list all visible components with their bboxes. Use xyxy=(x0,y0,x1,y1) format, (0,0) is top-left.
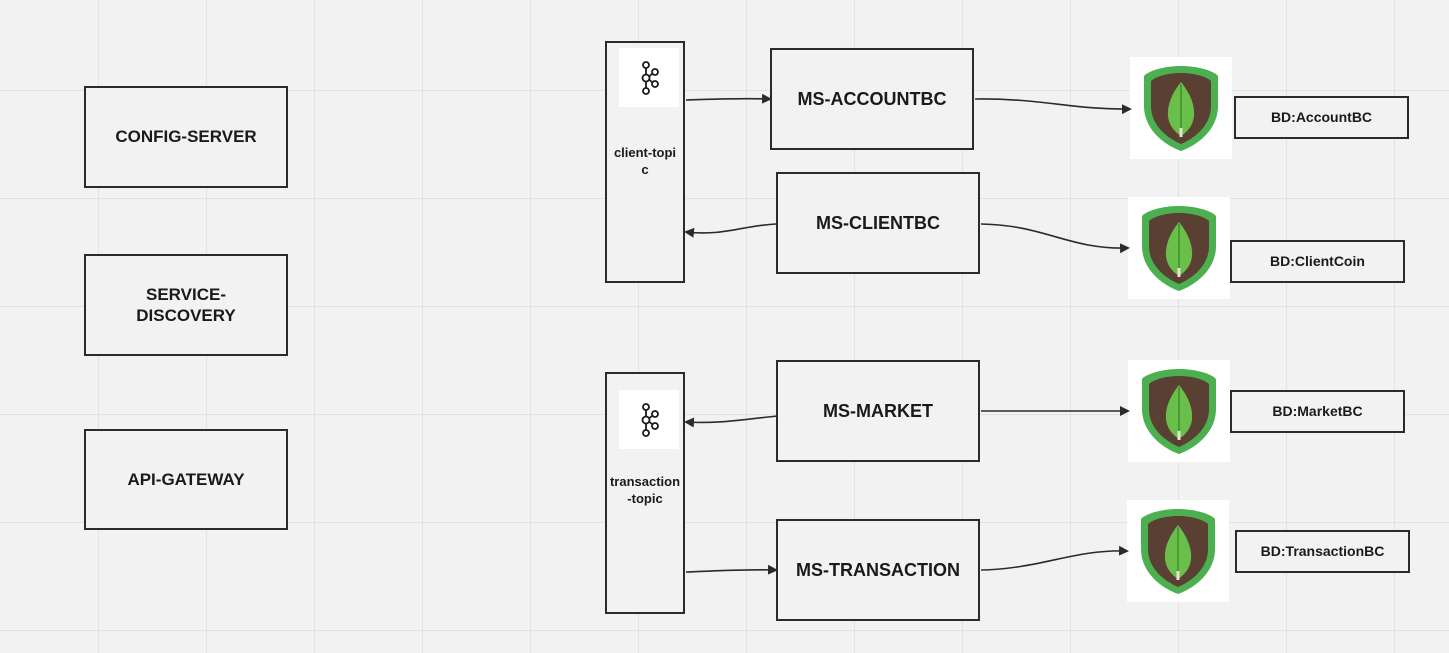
db-accountbc-label: BD:AccountBC xyxy=(1270,108,1373,125)
api-gateway-label: API-GATEWAY xyxy=(127,469,245,489)
arrow-clientbc-to-db xyxy=(980,223,1130,254)
transaction-topic-label: transaction-topic xyxy=(609,474,681,506)
arrow-transaction-to-db xyxy=(980,545,1129,571)
ms-accountbc-label: MS-ACCOUNTBC xyxy=(797,88,947,109)
ms-transaction-box: MS-TRANSACTION xyxy=(776,519,980,621)
db-accountbc-box: BD:AccountBC xyxy=(1234,96,1409,139)
db-transactionbc-label: BD:TransactionBC xyxy=(1260,542,1385,559)
arrow-accountbc-to-db xyxy=(974,98,1132,115)
service-discovery-label: SERVICE-DISCOVERY xyxy=(136,284,236,325)
ms-transaction-label: MS-TRANSACTION xyxy=(796,559,960,580)
mongodb-icon xyxy=(1144,66,1218,151)
api-gateway-box: API-GATEWAY xyxy=(84,429,288,530)
ms-market-label: MS-MARKET xyxy=(823,400,933,421)
ms-clientbc-box: MS-CLIENTBC xyxy=(776,172,980,274)
mongodb-tile-accountbc xyxy=(1130,57,1232,159)
ms-clientbc-label: MS-CLIENTBC xyxy=(816,212,940,233)
arrow-client-topic-to-accountbc xyxy=(685,93,772,104)
client-topic-label: client-topic xyxy=(613,145,677,177)
mongodb-tile-transactionbc xyxy=(1127,500,1229,602)
ms-market-box: MS-MARKET xyxy=(776,360,980,462)
db-transactionbc-box: BD:TransactionBC xyxy=(1235,530,1410,573)
client-topic-kafka-tile xyxy=(619,48,679,107)
mongodb-tile-clientcoin xyxy=(1128,197,1230,299)
config-server-label: CONFIG-SERVER xyxy=(115,127,257,147)
transaction-topic-kafka-tile xyxy=(619,390,679,449)
arrow-transaction-topic-to-transaction xyxy=(685,564,778,575)
mongodb-icon xyxy=(1142,369,1216,454)
mongodb-icon xyxy=(1142,206,1216,291)
kafka-icon xyxy=(641,402,659,437)
mongodb-tile-marketbc xyxy=(1128,360,1230,462)
kafka-icon xyxy=(641,60,659,95)
ms-accountbc-box: MS-ACCOUNTBC xyxy=(770,48,974,150)
service-discovery-box: SERVICE-DISCOVERY xyxy=(84,254,288,356)
db-clientcoin-label: BD:ClientCoin xyxy=(1270,252,1365,269)
arrow-market-to-transaction-topic xyxy=(684,415,779,428)
config-server-box: CONFIG-SERVER xyxy=(84,86,288,188)
db-clientcoin-box: BD:ClientCoin xyxy=(1230,240,1405,283)
db-marketbc-label: BD:MarketBC xyxy=(1272,402,1363,419)
mongodb-icon xyxy=(1141,509,1215,594)
arrow-clientbc-to-client-topic xyxy=(684,223,777,238)
db-marketbc-box: BD:MarketBC xyxy=(1230,390,1405,433)
